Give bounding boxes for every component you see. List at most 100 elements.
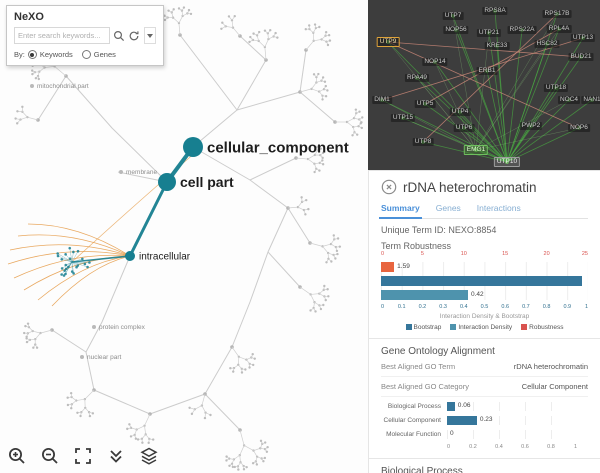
robustness-legend: Bootstrap Interaction Density Robustness (381, 324, 588, 331)
term-title: rDNA heterochromatin (403, 179, 537, 195)
go-term-row: Best Aligned GO Term rDNA heterochromati… (381, 357, 588, 377)
go-term-value: rDNA heterochromatin (513, 362, 588, 371)
fit-to-screen-button[interactable] (71, 444, 95, 468)
search-icon (113, 30, 125, 41)
gene-node-pwp2[interactable]: PWP2 (519, 122, 543, 130)
gene-node-utp10[interactable]: UTP10 (493, 157, 521, 167)
layers-icon (140, 447, 158, 465)
bar-value: 1.59 (397, 263, 410, 270)
go-category-label: Best Aligned GO Category (381, 382, 469, 391)
tab-genes[interactable]: Genes (435, 203, 461, 213)
gene-node-kre33[interactable]: KRE33 (484, 42, 510, 50)
go-chart-row: Biological Process 0.06 (381, 402, 588, 411)
gene-node-utp9[interactable]: UTP9 (376, 37, 400, 47)
gene-node-utp6[interactable]: UTP6 (453, 124, 475, 132)
gene-node-emg1[interactable]: EMG1 (463, 145, 489, 155)
gene-node-nop14[interactable]: NOP14 (422, 58, 448, 66)
gene-node-utp21[interactable]: UTP21 (476, 29, 502, 37)
refresh-icon (129, 30, 139, 40)
expand-levels-button[interactable] (104, 444, 128, 468)
bar-value: 0.42 (470, 291, 484, 298)
close-circle-icon (381, 179, 397, 195)
radio-genes[interactable] (81, 50, 91, 59)
gene-node-rpa49[interactable]: RPA49 (404, 74, 430, 82)
gene-node-utp13[interactable]: UTP13 (570, 34, 596, 42)
ontology-tree: mitochondrial part membrane protein comple… (7, 6, 364, 471)
term-label[interactable]: membrane (126, 169, 157, 176)
gene-node-rps17b[interactable]: RPS17B (542, 10, 572, 18)
gene-node-dim1[interactable]: DIM1 (372, 96, 392, 104)
search-button[interactable] (113, 30, 125, 42)
go-category-tick: Molecular Function (386, 431, 441, 438)
robustness-x-label: Interaction Density & Bootstrap (439, 313, 530, 320)
zoom-in-button[interactable] (5, 444, 29, 468)
graph-toolbar (5, 444, 161, 468)
legend-item: Bootstrap (405, 324, 441, 331)
tab-summary[interactable]: Summary (379, 203, 422, 219)
legend-item: Robustness (521, 324, 564, 331)
double-chevron-down-icon (110, 450, 122, 463)
go-category-tick: Cellular Component (383, 417, 441, 424)
bootstrap-bar (381, 276, 588, 286)
gene-node-utp15[interactable]: UTP15 (390, 114, 416, 122)
gene-node-utp8[interactable]: UTP8 (412, 138, 434, 146)
interaction-density-bar: 0.42 (381, 290, 588, 300)
search-panel: NeXO (6, 5, 164, 66)
go-score-bar (447, 416, 477, 425)
divider (369, 458, 600, 459)
tab-interactions[interactable]: Interactions (476, 203, 521, 213)
term-label[interactable]: protein complex (99, 324, 146, 331)
go-category-tick: Biological Process (387, 403, 441, 410)
ontology-graph-canvas[interactable]: mitochondrial part membrane protein comple… (0, 0, 368, 473)
go-score-value: 0 (450, 430, 454, 437)
robustness-bar: 1.59 (381, 262, 588, 272)
gene-node-rps22a[interactable]: RPS22A (507, 26, 537, 34)
robustness-chart-title: Term Robustness (381, 241, 452, 251)
go-score-bar (447, 402, 455, 411)
gene-node-utp18[interactable]: UTP18 (543, 84, 569, 92)
gene-node-nop56[interactable]: NOP56 (443, 26, 469, 34)
term-label[interactable]: nuclear part (87, 354, 122, 361)
radio-keywords-label[interactable]: Keywords (39, 50, 73, 59)
search-input[interactable] (14, 27, 110, 44)
divider (369, 338, 600, 339)
gene-node-bud21[interactable]: BUD21 (568, 53, 594, 61)
legend-item: Interaction Density (450, 324, 512, 331)
gene-node-erb1[interactable]: ERB1 (476, 67, 498, 75)
gene-node-noc4[interactable]: NOC4 (557, 96, 581, 104)
gene-node-nan1[interactable]: NAN1 (581, 96, 600, 104)
zoom-in-icon (9, 448, 25, 464)
gene-node-hsc82[interactable]: HSC82 (534, 40, 560, 48)
term-detail-panel: rDNA heterochromatin Summary Genes Inter… (368, 170, 600, 473)
term-label[interactable]: mitochondrial part (37, 83, 89, 90)
node-cellular-component[interactable] (183, 137, 203, 157)
close-detail-button[interactable] (381, 179, 397, 195)
fit-to-screen-icon (75, 448, 91, 464)
search-options-dropdown[interactable] (144, 27, 156, 44)
node-label-intracellular[interactable]: intracellular (139, 252, 191, 263)
gene-node-rps8a[interactable]: RPS8A (482, 7, 508, 15)
layers-button[interactable] (137, 444, 161, 468)
detail-tabs: Summary Genes Interactions (379, 203, 588, 219)
gene-node-utp4[interactable]: UTP4 (449, 108, 471, 116)
gene-node-utp7[interactable]: UTP7 (442, 12, 464, 20)
biological-process-header: Biological Process (381, 466, 463, 473)
node-cell-part[interactable] (158, 173, 176, 191)
node-intracellular[interactable] (125, 251, 135, 261)
gene-node-nop6[interactable]: NOP6 (568, 124, 590, 132)
go-score-value: 0.23 (479, 416, 493, 423)
go-score-value: 0.06 (457, 402, 471, 409)
radio-genes-label[interactable]: Genes (93, 50, 116, 59)
node-label-cellular-component[interactable]: cellular_component (207, 139, 349, 156)
go-chart-row: Cellular Component 0.23 (381, 416, 588, 425)
reset-search-button[interactable] (128, 30, 140, 42)
gene-node-rpl4a[interactable]: RPL4A (546, 25, 572, 33)
zoom-out-button[interactable] (38, 444, 62, 468)
radio-keywords[interactable] (27, 50, 37, 59)
gene-node-utp5[interactable]: UTP5 (414, 100, 436, 108)
chevron-down-icon (147, 33, 153, 38)
node-label-cell-part[interactable]: cell part (180, 174, 234, 190)
